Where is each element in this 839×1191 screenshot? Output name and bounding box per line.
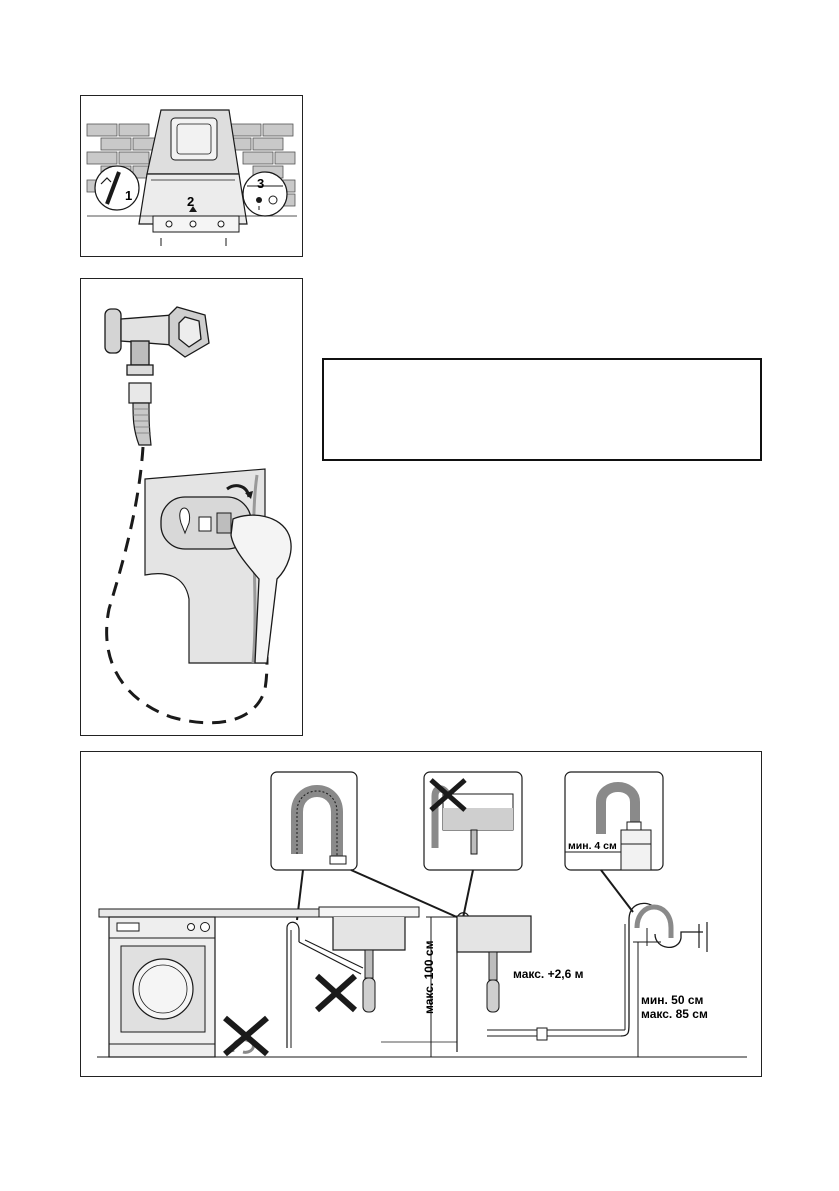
inlet-hose: [128, 382, 152, 446]
warning-box: [322, 358, 762, 461]
washing-machine: [108, 916, 216, 1058]
label-max-height-wall: макс. 85 см: [641, 1007, 708, 1021]
label-max-length: макс. +2,6 м: [513, 967, 584, 981]
step-2-label: 2: [187, 194, 194, 209]
detail-hose-loop-ok: [270, 771, 358, 871]
hand: [230, 514, 292, 664]
hose-on-floor-wrong: [223, 1015, 269, 1057]
inlet-hose-illustration: [104, 306, 292, 725]
callout-lines: [296, 869, 634, 921]
label-min-gap: мин. 4 см: [568, 840, 617, 852]
sink-left: [286, 906, 420, 1048]
height-dimension: макс. 100 см: [422, 916, 459, 1057]
step-3-label: 3: [257, 176, 264, 191]
detail-hose-in-sink-wrong: [423, 771, 523, 871]
wall-drain: [487, 902, 708, 1057]
figure-transport-bolts: 1 2 3: [80, 95, 303, 257]
figure-inlet-hose: [80, 278, 303, 736]
sink-right: [381, 912, 532, 1052]
label-min-height: мин. 50 см: [641, 993, 704, 1007]
drain-hose-illustration: мин. 4 см: [97, 771, 747, 1058]
transport-bolts-illustration: 1 2 3: [86, 109, 297, 246]
figure-drain-hose: мин. 4 см: [80, 751, 762, 1077]
label-max-height: макс. 100 см: [422, 940, 436, 1014]
detail-min-gap: мин. 4 см: [564, 771, 664, 871]
step-1-label: 1: [125, 188, 132, 203]
water-tap: [104, 306, 210, 376]
